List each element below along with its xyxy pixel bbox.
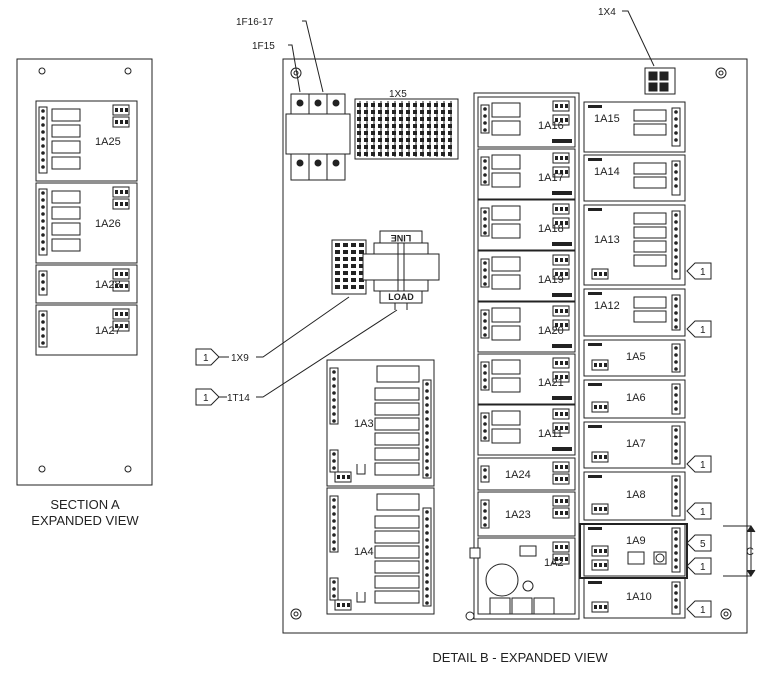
fuse-1f15-label: 1F15: [252, 41, 275, 52]
callout-flag: 1: [686, 455, 712, 473]
module-1a6: 1A6: [583, 379, 686, 419]
module-label: 1A25: [95, 136, 121, 148]
terminal-1x4-label: 1X4: [598, 7, 616, 18]
fuse-1f1617-leader: [302, 20, 324, 93]
module-label: 1A26: [95, 218, 121, 230]
module-1a5: 1A5: [583, 339, 686, 377]
module-label: 1A6: [626, 392, 646, 404]
transformer-line-label: LINE: [391, 233, 412, 243]
section-a-caption-line1: SECTION A: [50, 497, 120, 512]
module-1a21: 1A21: [477, 353, 576, 405]
fuse-block: [285, 93, 351, 181]
module-1a17: 1A17: [477, 148, 576, 200]
module-1a2: 1A2: [469, 537, 576, 615]
terminal-block-1x4: [644, 67, 676, 95]
module-label: 1A27: [95, 325, 121, 337]
board-1a4: 1A4: [326, 487, 435, 615]
callout-flag: 5: [686, 534, 712, 552]
terminal-1x9-label: 1X9: [231, 353, 249, 364]
module-1a18: 1A18: [477, 199, 576, 251]
callout-1x9: [195, 296, 350, 366]
module-label: 1A20: [538, 325, 564, 337]
terminal-1x4-leader: [622, 10, 655, 67]
terminal-block-1x9: [331, 239, 367, 295]
detail-b-caption: DETAIL B - EXPANDED VIEW: [432, 650, 608, 665]
transformer-1t14-label: 1T14: [227, 393, 250, 404]
callout-flag: 1: [686, 600, 712, 618]
section-a-panel: 1A25 1A26 1A28 1A27: [16, 58, 153, 486]
module-1a26: 1A26: [35, 182, 138, 264]
module-1a9: 1A9: [583, 523, 686, 577]
fuse-1f1617-label: 1F16-17: [236, 17, 274, 28]
bracket-c: [579, 523, 756, 579]
callout-number: 1: [700, 460, 706, 471]
module-label: 1A23: [505, 509, 531, 521]
module-label: 1A2: [544, 557, 564, 569]
module-label: 1A5: [626, 351, 646, 363]
module-1a12: 1A12: [583, 288, 686, 337]
module-label: 1A15: [594, 113, 620, 125]
module-label: 1A12: [594, 300, 620, 312]
module-1a11: 1A11: [477, 404, 576, 456]
module-label: 1A7: [626, 438, 646, 450]
module-1a20: 1A20: [477, 301, 576, 353]
callout-1t14-number: 1: [203, 393, 209, 404]
callout-flag: 1: [686, 262, 712, 280]
module-1a24: 1A24: [477, 457, 576, 491]
bracket-c-label: C: [746, 546, 754, 558]
module-1a23: 1A23: [477, 491, 576, 537]
module-label: 1A21: [538, 377, 564, 389]
module-1a7: 1A7: [583, 421, 686, 469]
section-a-caption: SECTION A EXPANDED VIEW: [0, 497, 170, 529]
module-label: 1A19: [538, 274, 564, 286]
fuse-1f15-leader: [288, 44, 301, 93]
callout-number: 5: [700, 539, 706, 550]
callout-number: 1: [700, 562, 706, 573]
section-a-caption-line2: EXPANDED VIEW: [31, 513, 139, 528]
module-label: 1A17: [538, 172, 564, 184]
terminal-1x5-label: 1X5: [389, 89, 407, 100]
module-1a14: 1A14: [583, 154, 686, 202]
terminal-block-1x5: [354, 98, 459, 160]
callout-flag: 1: [686, 502, 712, 520]
callout-1t14: [195, 309, 398, 406]
middle-module-column: 1A16 1A17 1A18 1A19 1A20 1A21 1A11 1A24 1A23 1A2: [469, 92, 580, 620]
callout-number: 1: [700, 267, 706, 278]
module-1a28: 1A28: [35, 264, 138, 304]
callout-number: 1: [700, 605, 706, 616]
module-1a10: 1A10: [583, 577, 686, 619]
module-label: 1A8: [626, 489, 646, 501]
callout-number: 1: [700, 325, 706, 336]
callout-1x9-number: 1: [203, 353, 209, 364]
module-1a16: 1A16: [477, 96, 576, 148]
module-1a8: 1A8: [583, 471, 686, 521]
board-label: 1A4: [354, 546, 374, 558]
callout-number: 1: [700, 507, 706, 518]
module-label: 1A18: [538, 223, 564, 235]
module-label: 1A10: [626, 591, 652, 603]
callout-flag: 1: [686, 320, 712, 338]
module-1a27: 1A27: [35, 304, 138, 356]
module-label: 1A28: [95, 279, 121, 291]
module-label: 1A16: [538, 120, 564, 132]
module-label: 1A9: [626, 535, 646, 547]
board-1a3: 1A3: [326, 359, 435, 487]
module-label: 1A24: [505, 469, 531, 481]
module-1a15: 1A15: [583, 101, 686, 153]
module-label: 1A13: [594, 234, 620, 246]
module-1a13: 1A13: [583, 204, 686, 286]
module-1a25: 1A25: [35, 100, 138, 182]
module-label: 1A14: [594, 166, 620, 178]
callout-flag: 1: [686, 557, 712, 575]
transformer-load-label: LOAD: [388, 292, 414, 302]
transformer-1t14: [362, 230, 440, 310]
board-label: 1A3: [354, 418, 374, 430]
module-1a19: 1A19: [477, 250, 576, 302]
module-label: 1A11: [538, 428, 563, 440]
